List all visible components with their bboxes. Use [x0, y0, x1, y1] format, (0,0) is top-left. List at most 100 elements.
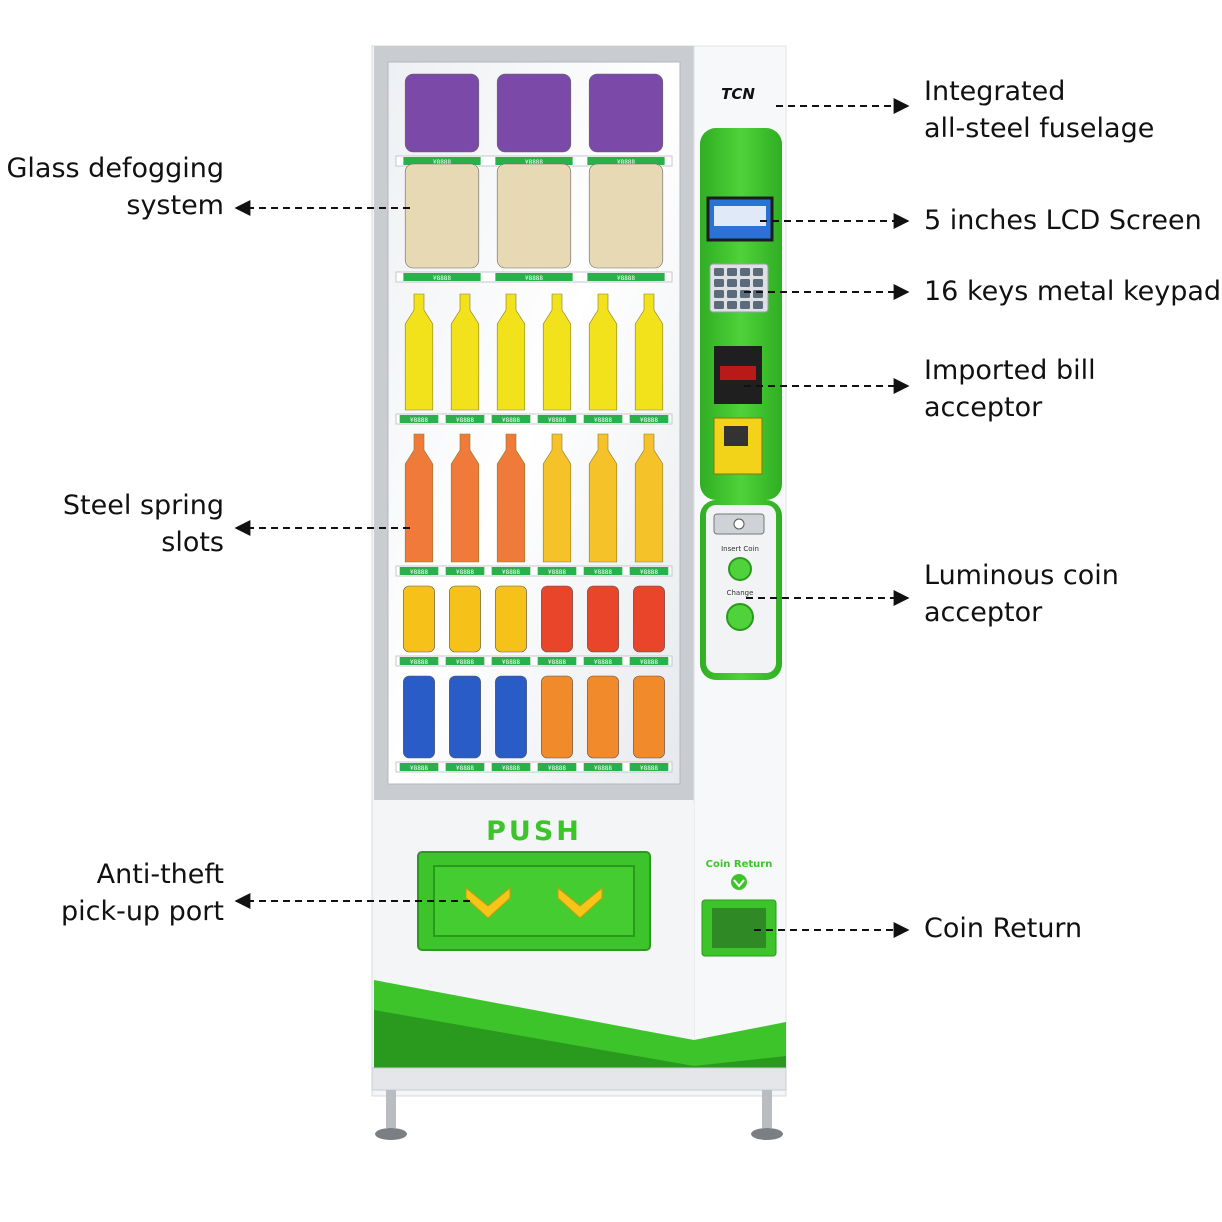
- product-bottle: [634, 293, 664, 411]
- chevron-down-icon: [557, 886, 603, 919]
- keypad-key[interactable]: [753, 301, 763, 309]
- keypad-key[interactable]: [740, 279, 750, 287]
- keypad-key[interactable]: [714, 279, 724, 287]
- price-tag: [445, 415, 485, 423]
- price-tag-text: ¥8888: [617, 159, 635, 166]
- change-knob[interactable]: [726, 603, 754, 631]
- change-label: Change: [727, 589, 754, 597]
- price-tag-text: ¥8888: [410, 417, 428, 424]
- keypad-key[interactable]: [727, 290, 737, 298]
- price-tag-text: ¥8888: [525, 159, 543, 166]
- callout-line: all-steel fuselage: [924, 113, 1155, 144]
- callout-line: 5 inches LCD Screen: [924, 205, 1202, 236]
- callout-line: system: [126, 190, 224, 221]
- keypad-key[interactable]: [714, 268, 724, 276]
- product-can: [541, 675, 573, 759]
- price-tag-text: ¥8888: [433, 275, 451, 282]
- coin-return-chevron-icon: [731, 874, 747, 890]
- price-tag: [399, 763, 439, 771]
- price-tag: [583, 763, 623, 771]
- price-tag: [537, 763, 577, 771]
- keypad-key[interactable]: [714, 301, 724, 309]
- callout-lcd-screen: 5 inches LCD Screen: [924, 202, 1202, 239]
- product-bottle: [634, 433, 664, 563]
- callout-line: Anti-theft: [96, 859, 224, 890]
- price-tag: [587, 273, 665, 281]
- price-tag: [629, 415, 669, 423]
- price-tag-text: ¥8888: [456, 765, 474, 772]
- price-tag-text: ¥8888: [410, 659, 428, 666]
- product-can: [449, 675, 481, 759]
- price-tag-text: ¥8888: [617, 275, 635, 282]
- price-tag: [399, 567, 439, 575]
- coin-panel-face: [706, 505, 776, 673]
- foot-right: [762, 1090, 772, 1128]
- product-bottle: [404, 293, 434, 411]
- keypad-key[interactable]: [753, 268, 763, 276]
- chevron-down-icon: [733, 879, 745, 888]
- price-tag: [491, 763, 531, 771]
- product-bag: [404, 73, 480, 153]
- keypad-key[interactable]: [740, 268, 750, 276]
- price-tag: [583, 415, 623, 423]
- keypad-key[interactable]: [714, 290, 724, 298]
- price-tag-text: ¥8888: [502, 569, 520, 576]
- chevron-down-icon: [465, 886, 511, 919]
- keypad-key[interactable]: [740, 301, 750, 309]
- shelf: [395, 413, 673, 425]
- product-can: [495, 675, 527, 759]
- shelf: [395, 565, 673, 577]
- bill-acceptor-slot: [720, 366, 756, 380]
- price-tag-text: ¥8888: [594, 417, 612, 424]
- price-tag: [537, 657, 577, 665]
- insert-coin-knob[interactable]: [728, 557, 752, 581]
- price-tag-text: ¥8888: [548, 765, 566, 772]
- keypad-key[interactable]: [727, 268, 737, 276]
- product-can: [587, 675, 619, 759]
- product-can: [633, 675, 665, 759]
- keypad-key[interactable]: [727, 279, 737, 287]
- price-tag-text: ¥8888: [594, 569, 612, 576]
- price-tag: [491, 567, 531, 575]
- callout-line: acceptor: [924, 597, 1043, 628]
- price-tag: [629, 567, 669, 575]
- callout-coin-return: Coin Return: [924, 910, 1082, 947]
- price-tag-text: ¥8888: [456, 659, 474, 666]
- product-can: [633, 585, 665, 653]
- cabinet-base: [371, 1067, 787, 1091]
- coin-return-opening: [712, 908, 766, 948]
- callout-line: 16 keys metal keypad: [924, 276, 1222, 307]
- coin-slot-icon: [733, 518, 745, 530]
- price-tag: [491, 657, 531, 665]
- product-can: [541, 585, 573, 653]
- keypad-key[interactable]: [753, 279, 763, 287]
- price-tag: [495, 157, 573, 165]
- price-tag-text: ¥8888: [525, 275, 543, 282]
- lcd-screen-content: [714, 206, 766, 226]
- price-tag-text: ¥8888: [548, 659, 566, 666]
- price-tag-text: ¥8888: [640, 417, 658, 424]
- price-tag: [537, 415, 577, 423]
- product-pouch: [588, 163, 664, 269]
- product-bottle: [450, 433, 480, 563]
- product-bottle: [496, 293, 526, 411]
- price-tag-text: ¥8888: [410, 569, 428, 576]
- callout-line: Integrated: [924, 76, 1066, 107]
- product-bottle: [588, 433, 618, 563]
- price-tag: [495, 273, 573, 281]
- callout-line: Luminous coin: [924, 560, 1119, 591]
- keypad-key[interactable]: [727, 301, 737, 309]
- price-tag: [445, 657, 485, 665]
- brand-logo: TCN: [721, 85, 755, 103]
- price-tag-text: ¥8888: [456, 417, 474, 424]
- price-tag: [403, 273, 481, 281]
- insert-coin-label: Insert Coin: [721, 545, 759, 553]
- price-tag: [445, 567, 485, 575]
- price-tag: [629, 763, 669, 771]
- price-tag: [399, 657, 439, 665]
